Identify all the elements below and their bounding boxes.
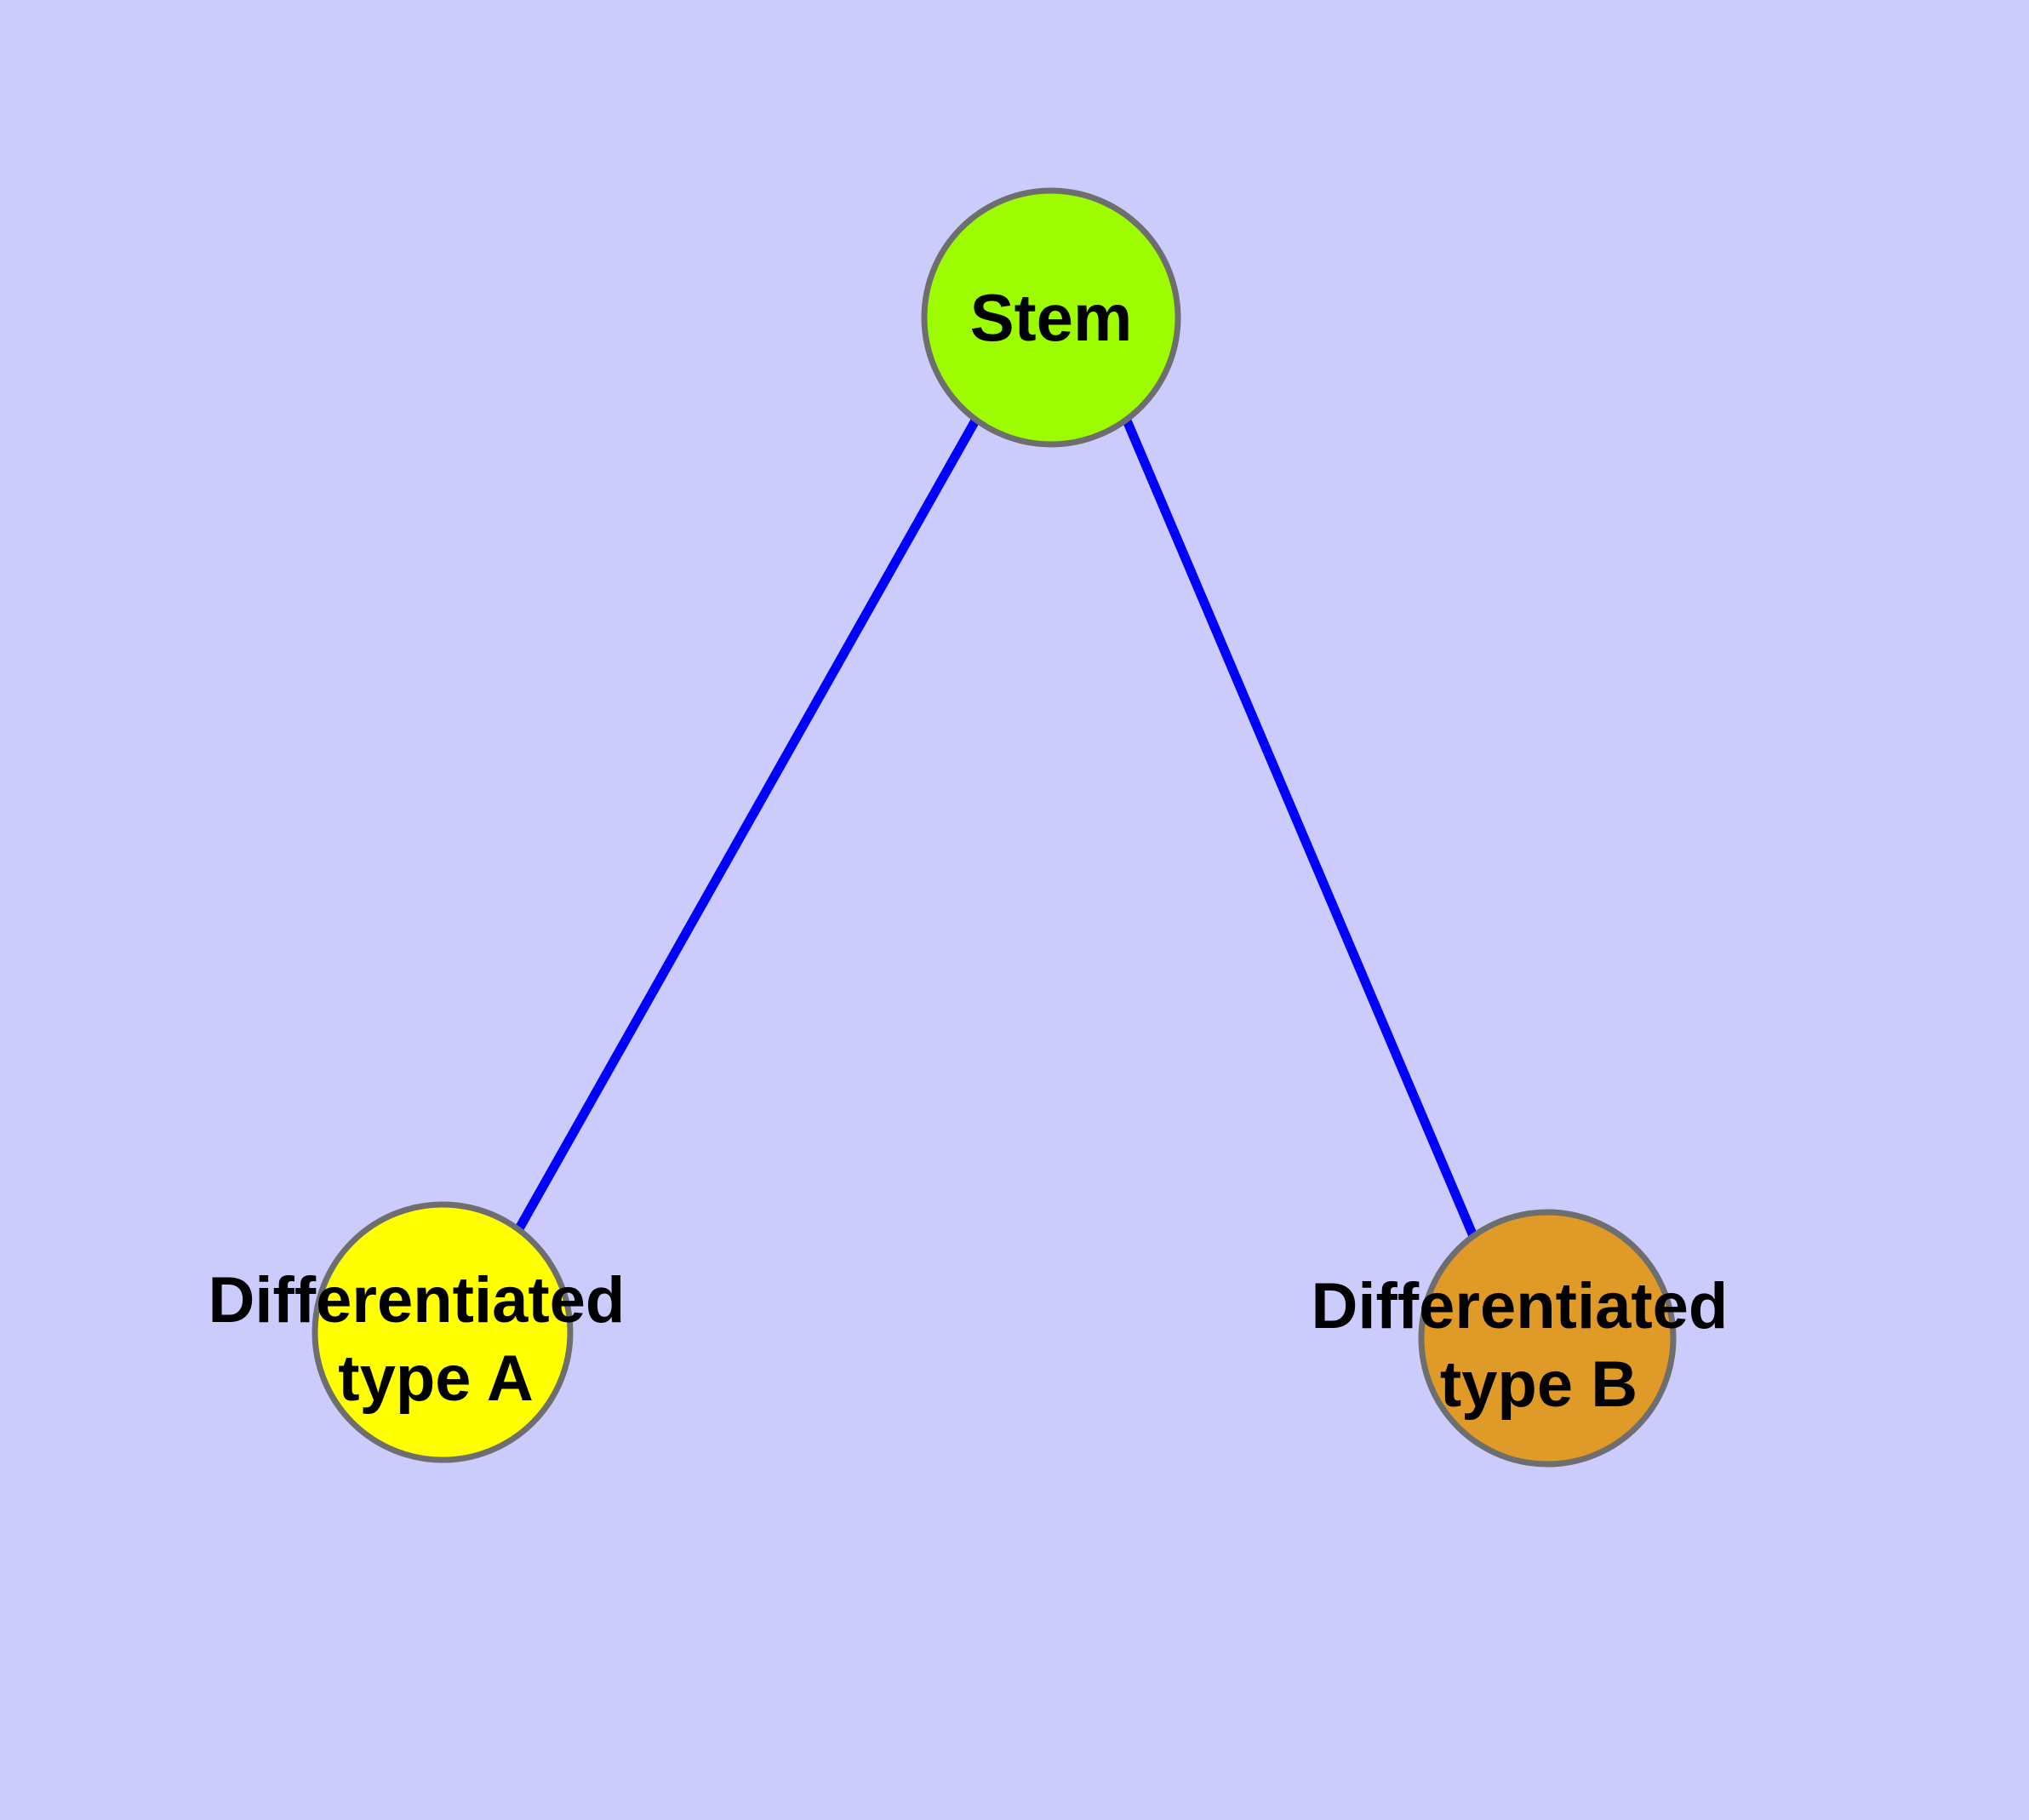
- node-diff-a-label-line1: Differentiated: [209, 1264, 626, 1336]
- node-stem-label: Stem: [970, 280, 1133, 355]
- node-diff-b-label-line2: type B: [1440, 1348, 1637, 1421]
- node-diff-a-label: Differentiated type A: [209, 1264, 643, 1415]
- node-diff-b-circle[interactable]: [1418, 1209, 1677, 1468]
- node-stem-circle[interactable]: [921, 187, 1181, 448]
- node-diff-b-label-line1: Differentiated: [1312, 1270, 1729, 1342]
- node-diff-a-label-line2: type A: [338, 1342, 533, 1415]
- labels-layer: Stem Differentiated type A Differentiate…: [209, 280, 1746, 1421]
- node-diff-b-label: Differentiated type B: [1312, 1270, 1746, 1421]
- nodes-layer: [311, 187, 1677, 1468]
- edge-stem-to-diff-b[interactable]: [1122, 418, 1478, 1239]
- edge-stem-to-diff-a[interactable]: [514, 418, 980, 1233]
- edges-layer: [514, 418, 1478, 1239]
- node-diff-a-circle[interactable]: [311, 1201, 574, 1463]
